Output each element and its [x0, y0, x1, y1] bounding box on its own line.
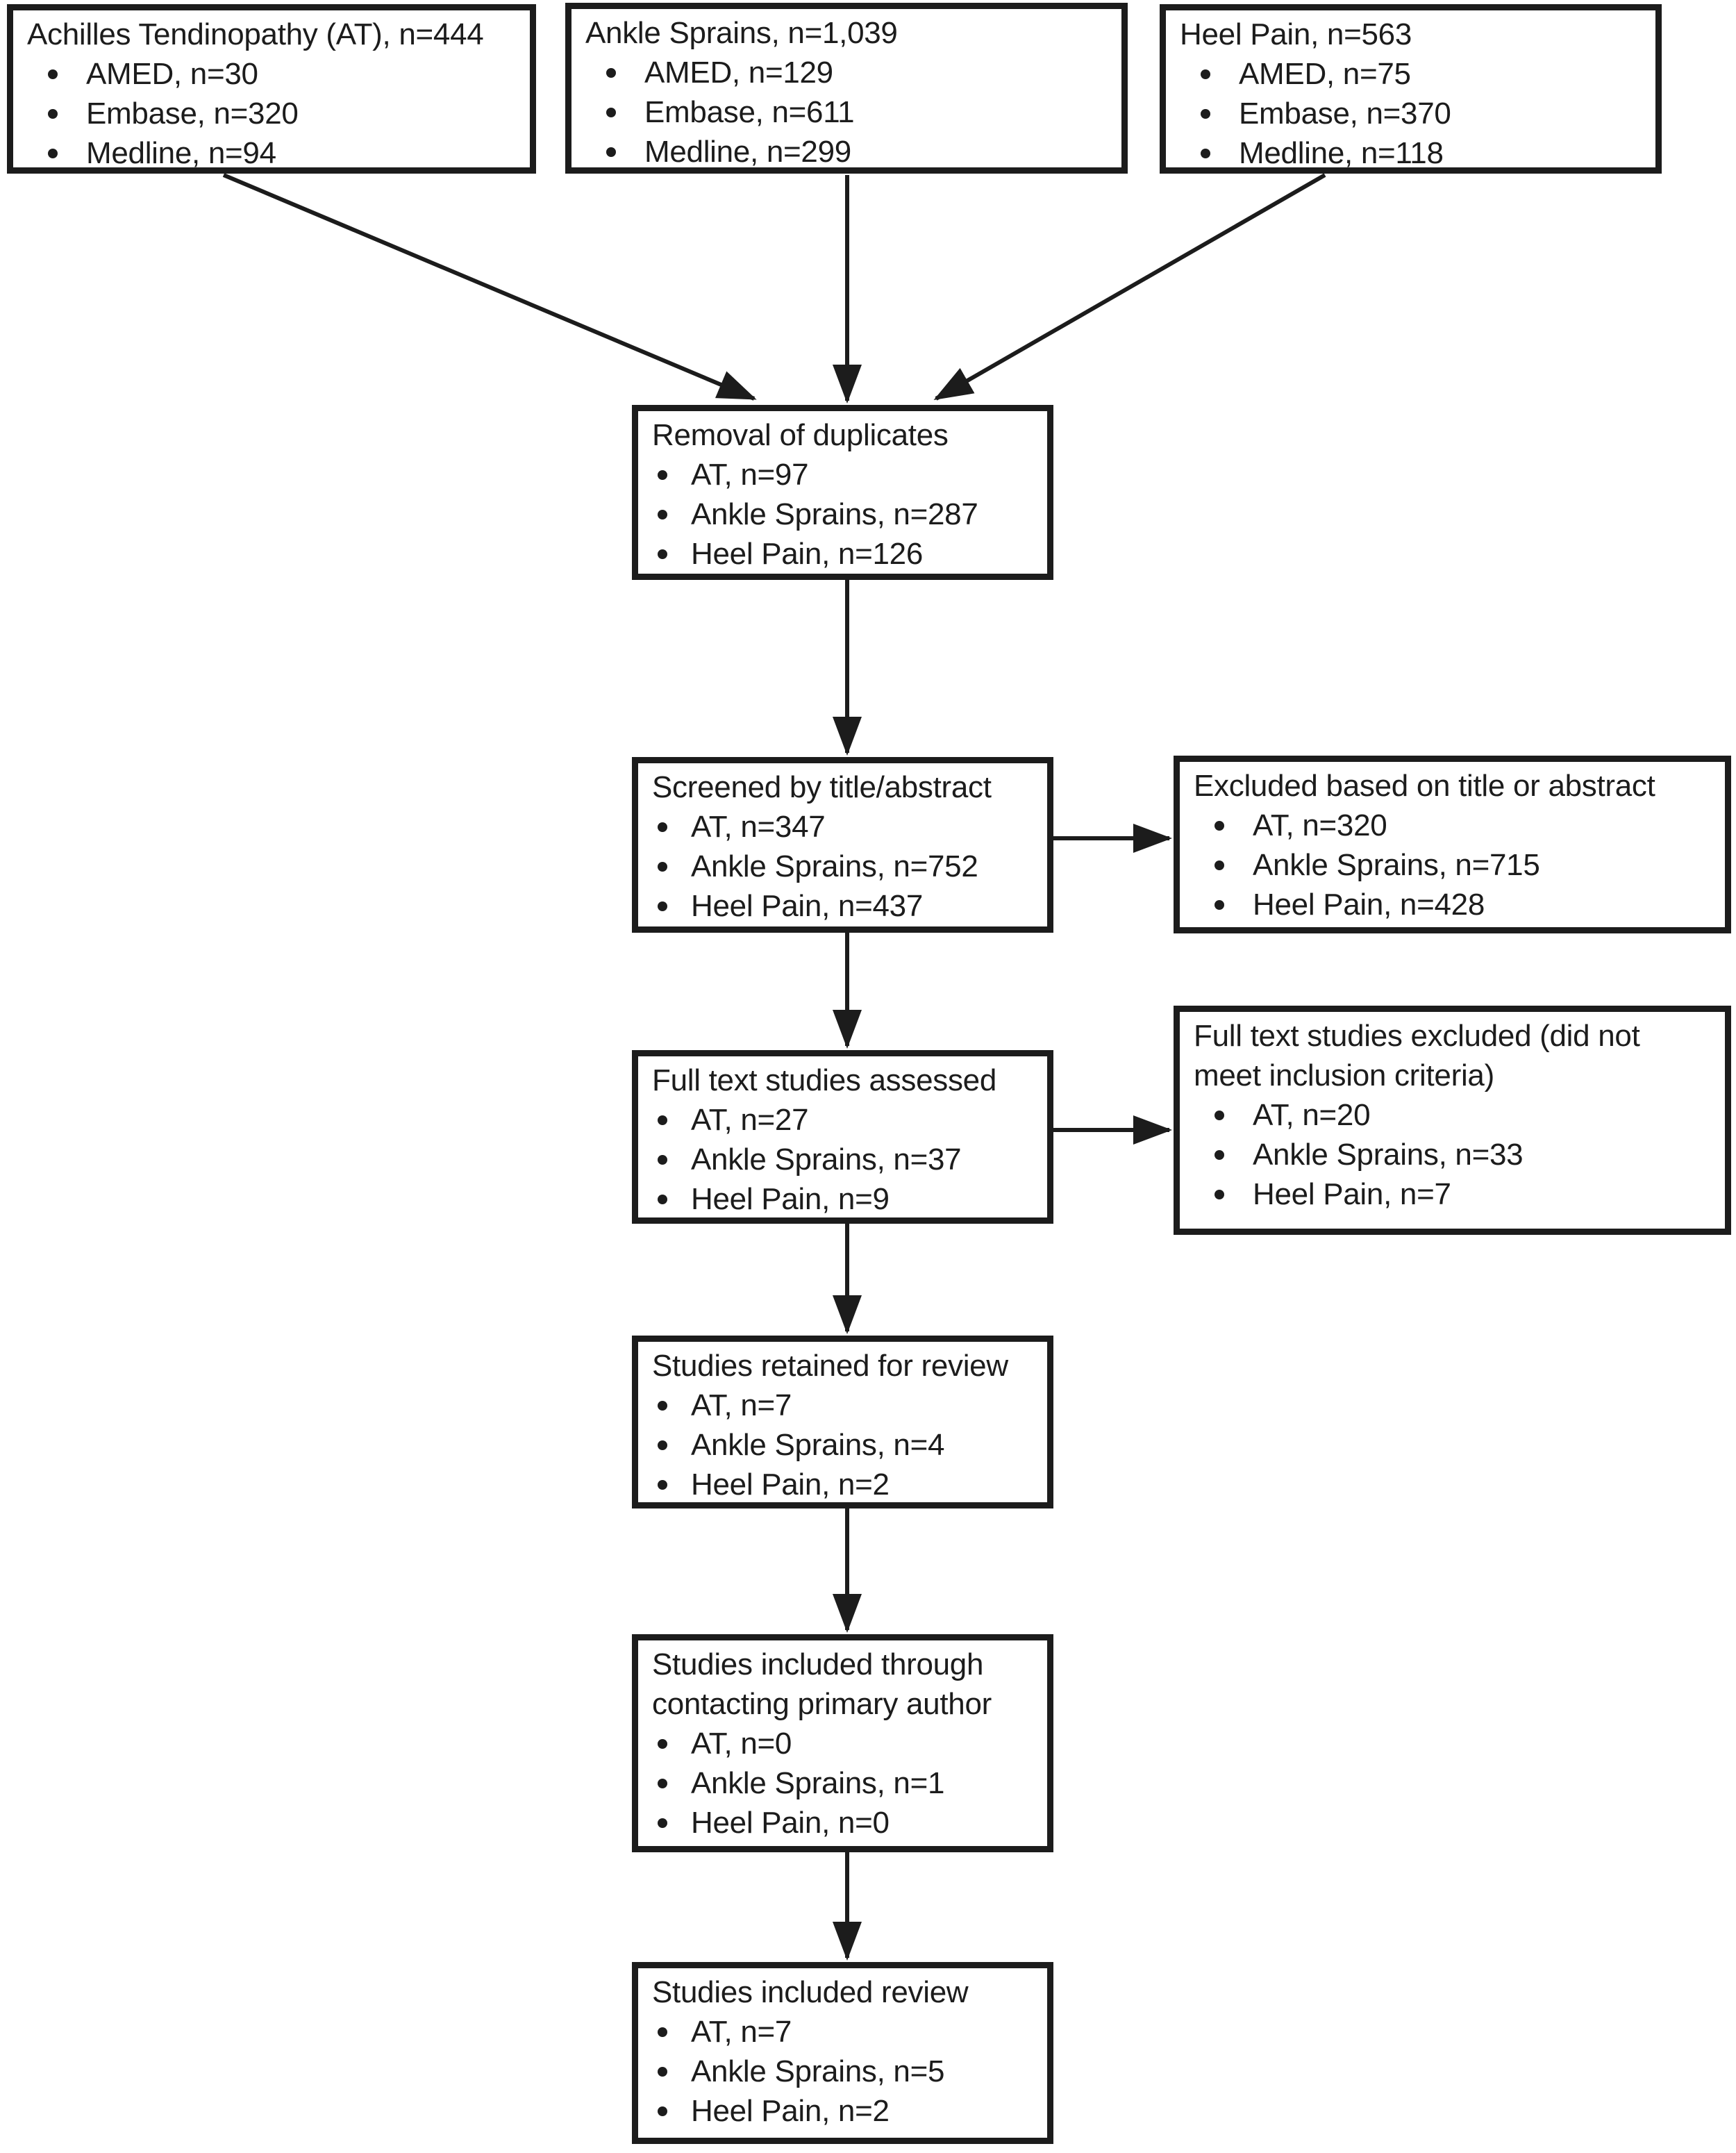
list-item: AT, n=0: [646, 1724, 1039, 1763]
list-item: Heel Pain, n=2: [646, 1465, 1039, 1504]
list-item: AT, n=97: [646, 455, 1039, 494]
box-list: AT, n=347 Ankle Sprains, n=752 Heel Pain…: [646, 807, 1039, 926]
box-list: AMED, n=129 Embase, n=611 Medline, n=299: [580, 53, 1113, 172]
box-title: Studies included through contacting prim…: [652, 1647, 992, 1721]
list-item: Medline, n=299: [580, 132, 1113, 172]
box-source-heel-pain: Heel Pain, n=563 AMED, n=75 Embase, n=37…: [1160, 4, 1662, 174]
list-item: AT, n=20: [1188, 1095, 1717, 1135]
list-item: AT, n=7: [646, 1386, 1039, 1425]
box-list: AT, n=7 Ankle Sprains, n=4 Heel Pain, n=…: [646, 1386, 1039, 1504]
list-item: Ankle Sprains, n=5: [646, 2052, 1039, 2091]
box-screened-title-abstract: Screened by title/abstract AT, n=347 Ank…: [632, 757, 1053, 933]
list-item: AT, n=27: [646, 1100, 1039, 1140]
box-list: AT, n=320 Ankle Sprains, n=715 Heel Pain…: [1188, 806, 1717, 924]
list-item: AT, n=347: [646, 807, 1039, 847]
box-list: AMED, n=75 Embase, n=370 Medline, n=118: [1174, 54, 1647, 173]
box-list: AT, n=20 Ankle Sprains, n=33 Heel Pain, …: [1188, 1095, 1717, 1214]
box-studies-retained: Studies retained for review AT, n=7 Ankl…: [632, 1336, 1053, 1508]
list-item: Ankle Sprains, n=33: [1188, 1135, 1717, 1174]
box-title: Ankle Sprains, n=1,039: [585, 16, 898, 50]
box-title: Studies retained for review: [652, 1349, 1008, 1383]
box-title: Excluded based on title or abstract: [1194, 769, 1655, 803]
list-item: Heel Pain, n=428: [1188, 885, 1717, 924]
list-item: Ankle Sprains, n=715: [1188, 845, 1717, 885]
list-item: AMED, n=75: [1174, 54, 1647, 94]
box-list: AT, n=7 Ankle Sprains, n=5 Heel Pain, n=…: [646, 2012, 1039, 2131]
box-source-achilles-tendinopathy: Achilles Tendinopathy (AT), n=444 AMED, …: [7, 4, 536, 174]
box-studies-included-review: Studies included review AT, n=7 Ankle Sp…: [632, 1962, 1053, 2144]
list-item: AT, n=320: [1188, 806, 1717, 845]
box-title: Full text studies assessed: [652, 1063, 996, 1097]
box-title: Removal of duplicates: [652, 418, 949, 452]
list-item: AMED, n=30: [22, 54, 521, 94]
box-included-contact-author: Studies included through contacting prim…: [632, 1634, 1053, 1852]
list-item: Embase, n=370: [1174, 94, 1647, 133]
box-list: AT, n=97 Ankle Sprains, n=287 Heel Pain,…: [646, 455, 1039, 574]
list-item: Medline, n=94: [22, 133, 521, 173]
box-removal-of-duplicates: Removal of duplicates AT, n=97 Ankle Spr…: [632, 405, 1053, 580]
list-item: AT, n=7: [646, 2012, 1039, 2052]
list-item: Embase, n=320: [22, 94, 521, 133]
box-title: Heel Pain, n=563: [1180, 17, 1412, 51]
list-item: Heel Pain, n=437: [646, 886, 1039, 926]
list-item: AMED, n=129: [580, 53, 1113, 92]
list-item: Heel Pain, n=0: [646, 1803, 1039, 1843]
list-item: Ankle Sprains, n=287: [646, 494, 1039, 534]
box-list: AMED, n=30 Embase, n=320 Medline, n=94: [22, 54, 521, 173]
list-item: Ankle Sprains, n=37: [646, 1140, 1039, 1179]
box-fulltext-excluded: Full text studies excluded (did not meet…: [1174, 1006, 1731, 1235]
box-excluded-title-abstract: Excluded based on title or abstract AT, …: [1174, 756, 1731, 933]
list-item: Heel Pain, n=9: [646, 1179, 1039, 1219]
list-item: Heel Pain, n=126: [646, 534, 1039, 574]
list-item: Embase, n=611: [580, 92, 1113, 132]
list-item: Ankle Sprains, n=4: [646, 1425, 1039, 1465]
list-item: Ankle Sprains, n=1: [646, 1763, 1039, 1803]
list-item: Medline, n=118: [1174, 133, 1647, 173]
list-item: Heel Pain, n=7: [1188, 1174, 1717, 1214]
box-title: Full text studies excluded (did not meet…: [1194, 1019, 1640, 1092]
arrow-heel-to-duplicates: [933, 173, 1326, 401]
box-title: Achilles Tendinopathy (AT), n=444: [27, 17, 484, 51]
box-source-ankle-sprains: Ankle Sprains, n=1,039 AMED, n=129 Embas…: [565, 3, 1128, 174]
arrow-at-to-duplicates: [222, 173, 757, 401]
list-item: Ankle Sprains, n=752: [646, 847, 1039, 886]
box-list: AT, n=27 Ankle Sprains, n=37 Heel Pain, …: [646, 1100, 1039, 1219]
list-item: Heel Pain, n=2: [646, 2091, 1039, 2131]
box-list: AT, n=0 Ankle Sprains, n=1 Heel Pain, n=…: [646, 1724, 1039, 1843]
box-fulltext-assessed: Full text studies assessed AT, n=27 Ankl…: [632, 1050, 1053, 1224]
box-title: Studies included review: [652, 1975, 969, 2009]
box-title: Screened by title/abstract: [652, 770, 992, 804]
